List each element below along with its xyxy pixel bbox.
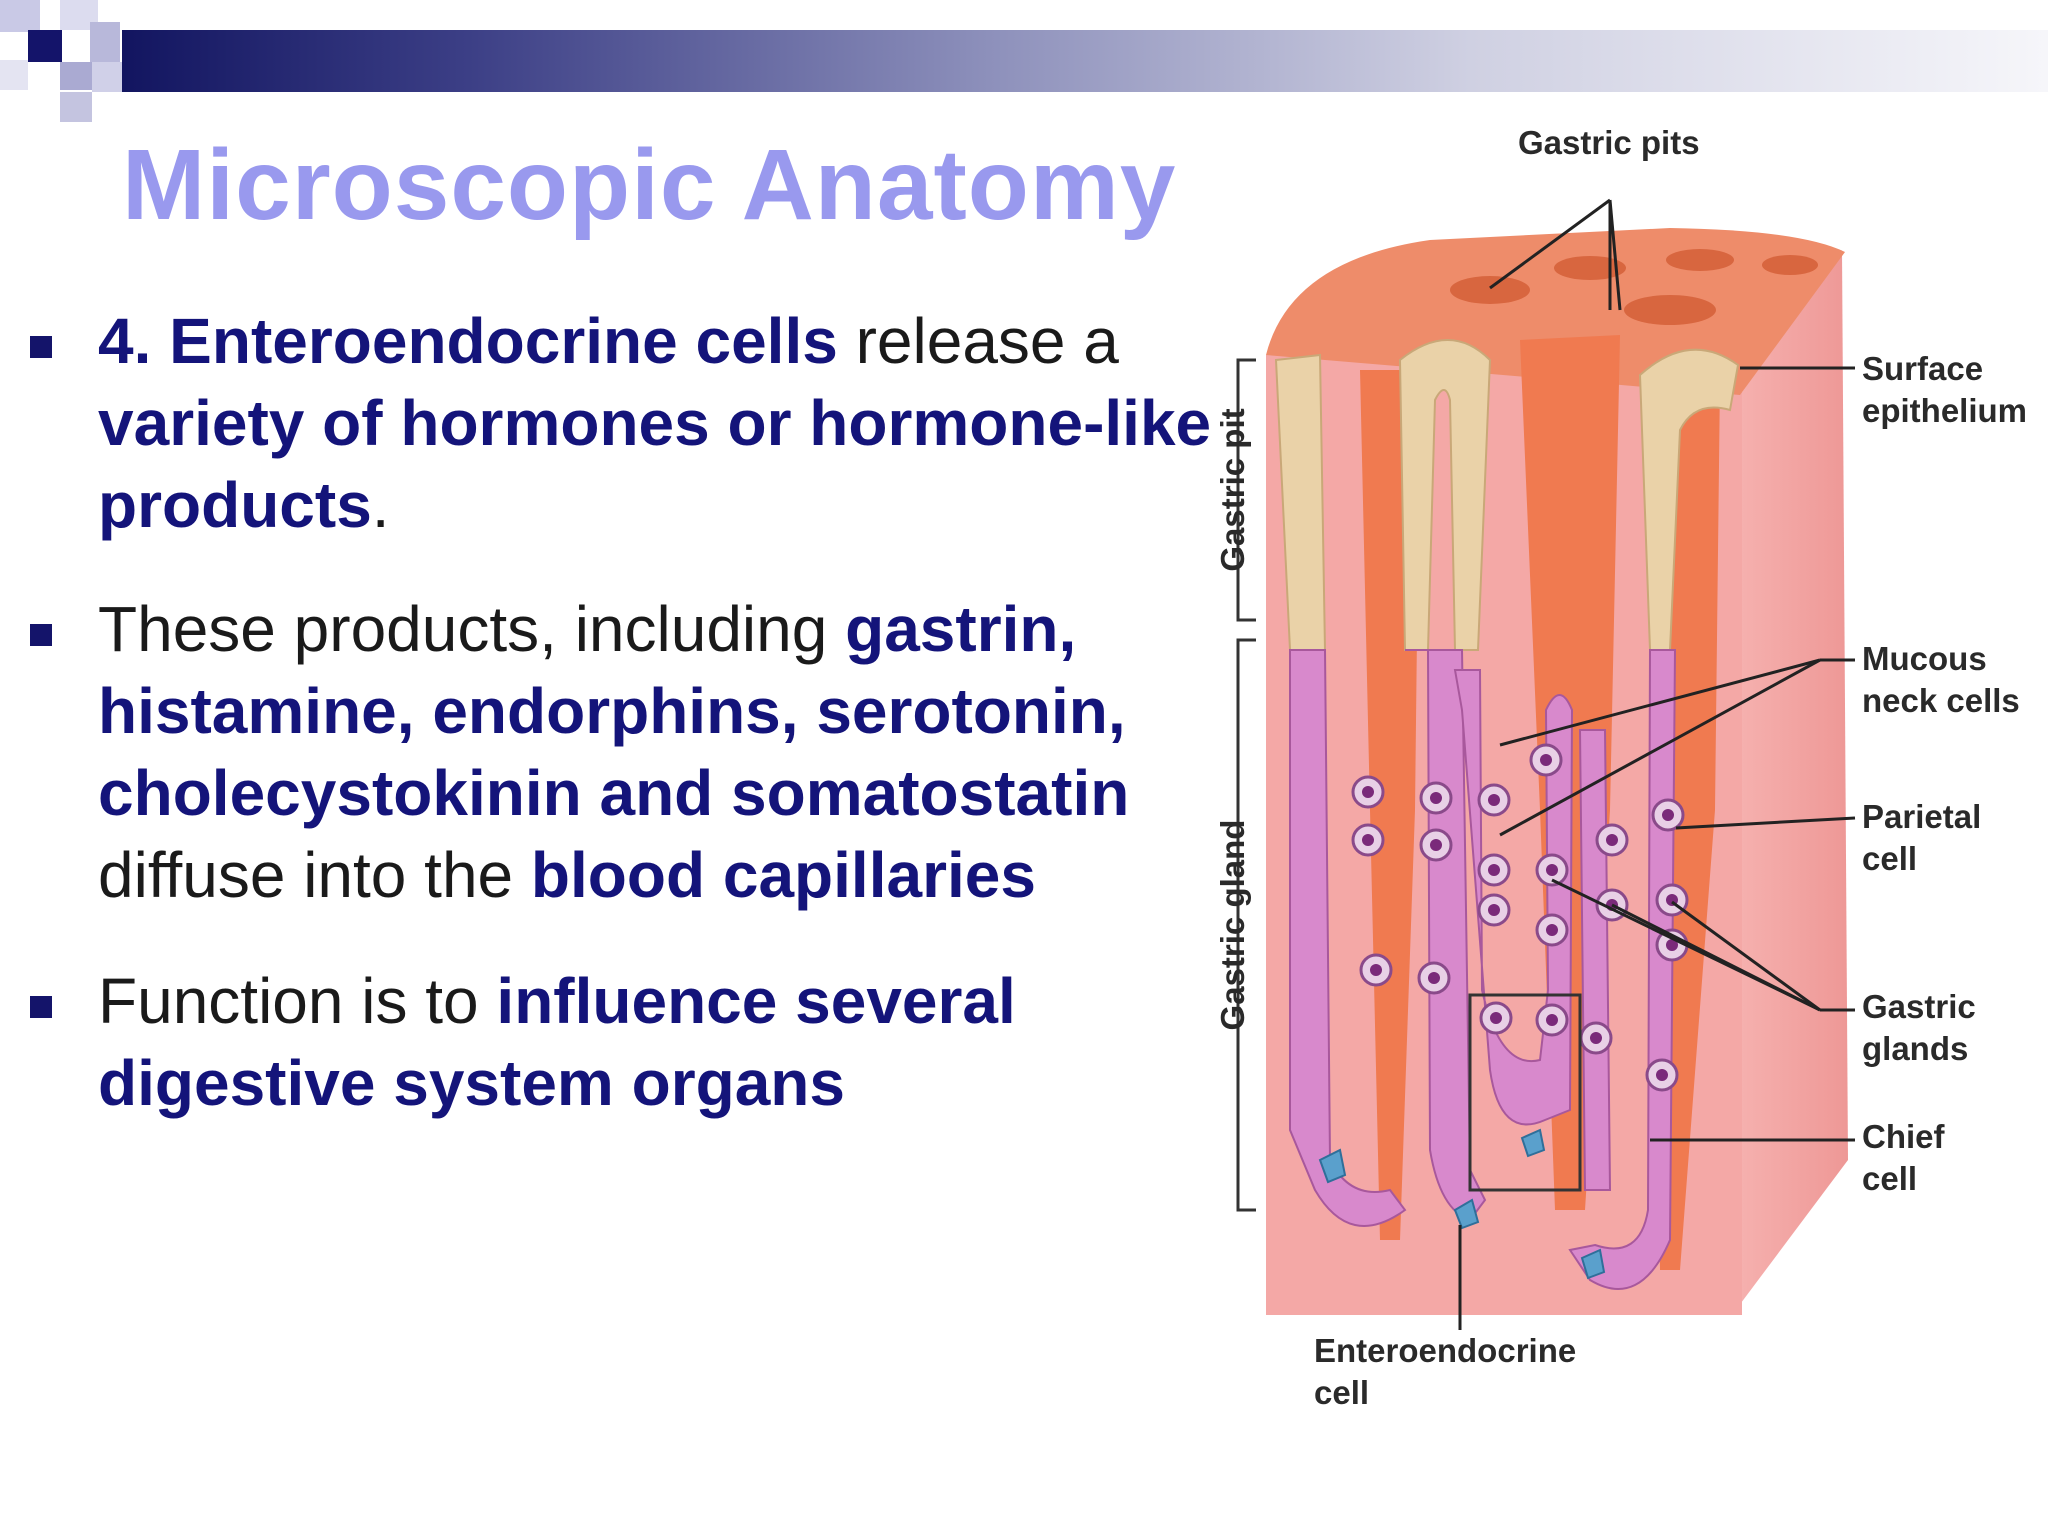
gastric-pits-label: Gastric pits [1518, 124, 1700, 161]
leader-lines [1458, 198, 1856, 1330]
bullet-bold-text: blood capillaries [530, 839, 1036, 911]
gastric-mucosa-diagram: Gastric pit Gastric gland Gastric pits S… [1214, 124, 2027, 1411]
enteroendocrine-cells [1318, 1128, 1606, 1280]
enteroendocrine-cell-label: Enteroendocrine [1314, 1332, 1576, 1369]
chief-cell-label-line2: cell [1862, 1160, 1917, 1197]
bullet-text: Function is to influence several digesti… [98, 960, 1213, 1124]
bullet-plain-text: Function is to [98, 965, 497, 1037]
chief-cell-label: Chief [1862, 1118, 1946, 1155]
surface-epithelium [1274, 339, 1740, 651]
bullet-plain-text: These products, including [98, 593, 846, 665]
bullet-bold-text: influence several digestive system organ… [98, 965, 1016, 1119]
enteroendocrine-cell-label-line2: cell [1314, 1374, 1369, 1411]
mucous-neck-cells-label: Mucous [1862, 640, 1987, 677]
gastric-glands [1289, 649, 1677, 1290]
header-bar [122, 30, 2048, 92]
bullet-marker [30, 624, 52, 646]
gastric-pit-bracket-label: Gastric pit [1214, 408, 1251, 571]
mucous-neck-cells-label-line2: neck cells [1862, 682, 2020, 719]
parietal-cell-label-line2: cell [1862, 840, 1917, 877]
left-brackets [1236, 358, 1256, 1212]
gastric-glands-label-line2: glands [1862, 1030, 1968, 1067]
parietal-cell-nuclei [1362, 754, 1678, 1081]
bullet-marker [30, 996, 52, 1018]
bullet-marker [30, 336, 52, 358]
corner-decoration [0, 0, 122, 122]
parietal-cell-label: Parietal [1862, 798, 1981, 835]
bullet-plain-text: release a [837, 305, 1119, 377]
bullet-text: 4. Enteroendocrine cells release a varie… [98, 300, 1213, 546]
highlight-box [1468, 993, 1582, 1192]
tissue-side-face [1732, 250, 1848, 1315]
gastric-gland-bracket-label: Gastric gland [1214, 820, 1251, 1031]
surface-epithelium-label-line2: epithelium [1862, 392, 2027, 429]
parietal-cells [1351, 743, 1689, 1092]
surface-epithelium-label: Surface [1862, 350, 1983, 387]
bullet-bold-text: gastrin, histamine, endorphins, serotoni… [98, 593, 1130, 829]
bullet-text: These products, including gastrin, hista… [98, 588, 1213, 916]
bullet-plain-text: diffuse into the [98, 839, 531, 911]
gastric-pit-openings [1450, 249, 1818, 325]
slide-title: Microscopic Anatomy [122, 129, 1177, 241]
bullet-plain-text: . [371, 469, 390, 541]
bullet-bold-text: 4. Enteroendocrine cells [98, 305, 838, 377]
bullet-bold-text: variety of hormones or hormone-like prod… [98, 387, 1212, 541]
gastric-glands-label: Gastric [1862, 988, 1976, 1025]
